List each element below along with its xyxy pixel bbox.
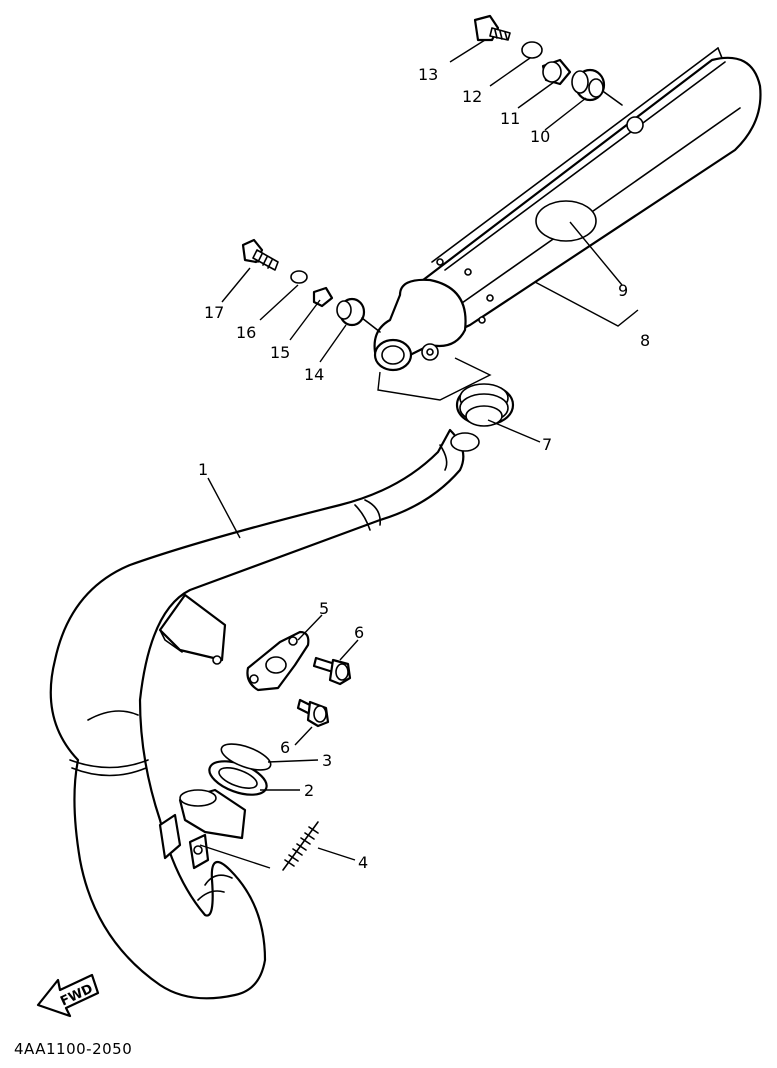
leader-lines — [207, 39, 639, 861]
callout-17: 17 — [204, 303, 224, 322]
callout-15: 15 — [270, 343, 290, 362]
muffler-inlet-end — [373, 278, 467, 372]
lower-washer — [290, 270, 308, 284]
callout-14: 14 — [304, 365, 324, 384]
callout-12: 12 — [462, 87, 482, 106]
pipe-bracket — [158, 593, 227, 665]
callout-11: 11 — [500, 109, 520, 128]
callout-labels: 1 2 3 4 5 6 6 7 8 9 10 11 12 13 14 15 16… — [198, 65, 650, 872]
upper-grommet — [571, 68, 623, 106]
bolt-upper — [312, 656, 352, 686]
lower-grommet — [336, 297, 381, 333]
lower-bolt — [241, 238, 279, 271]
upper-collar — [541, 58, 572, 86]
callout-10: 10 — [530, 127, 550, 146]
diagram-code: 4AA1100-2050 — [14, 1040, 133, 1058]
callout-7: 7 — [542, 435, 552, 454]
pipe-flange — [158, 788, 247, 870]
callout-2: 2 — [304, 781, 314, 800]
callout-13: 13 — [418, 65, 438, 84]
callout-16: 16 — [236, 323, 256, 342]
callout-8: 8 — [640, 331, 650, 350]
exhaust-pipe — [49, 428, 480, 1000]
upper-washer — [521, 41, 543, 59]
muffler-label-plate — [535, 200, 597, 242]
callout-5: 5 — [319, 599, 329, 618]
callout-6-upper: 6 — [354, 623, 364, 642]
callout-1: 1 — [198, 460, 208, 479]
upper-bolt — [473, 14, 511, 42]
outlet-guide — [377, 357, 492, 401]
muffler — [406, 47, 762, 336]
callout-9: 9 — [618, 281, 628, 300]
fwd-arrow: FWD — [36, 973, 100, 1018]
tension-spring — [199, 821, 319, 871]
bolt-lower — [296, 698, 330, 728]
callout-6-lower: 6 — [280, 738, 290, 757]
exhaust-gasket — [455, 383, 515, 427]
callout-4: 4 — [358, 853, 368, 872]
joint-plate — [246, 630, 310, 692]
callout-3: 3 — [322, 751, 332, 770]
o-ring — [220, 743, 272, 771]
